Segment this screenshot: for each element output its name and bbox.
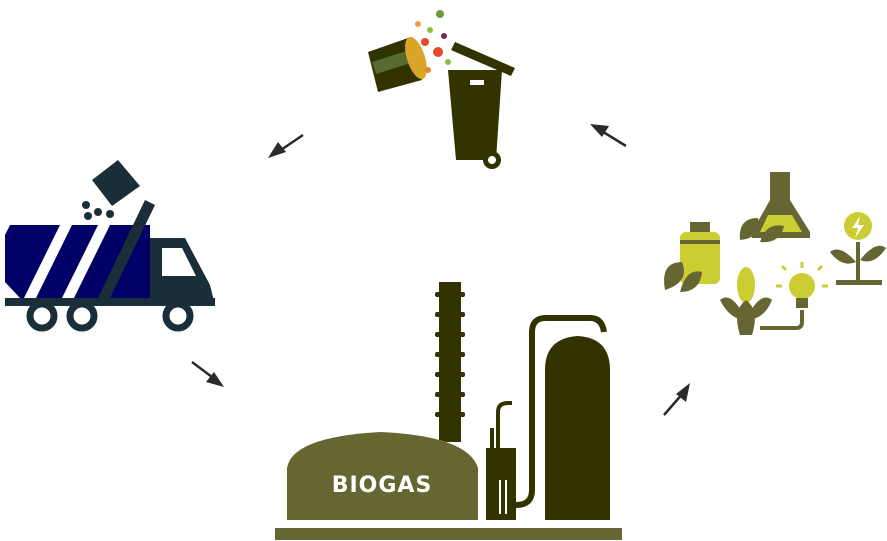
arrow-icon (191, 124, 690, 416)
energy-plant-icon (830, 212, 886, 285)
garbage-truck-icon (5, 160, 215, 332)
flask-icon (739, 172, 810, 243)
biogas-plant-icon: BIOGAS (275, 282, 622, 540)
corn-icon (720, 267, 772, 335)
biogas-label: BIOGAS (332, 473, 433, 498)
gas-cylinder-icon (664, 222, 720, 292)
lightbulb-icon (760, 262, 828, 330)
energy-products-icons (664, 172, 886, 335)
food-waste-pail-icon (368, 10, 451, 92)
waste-bin-icon (448, 42, 515, 169)
